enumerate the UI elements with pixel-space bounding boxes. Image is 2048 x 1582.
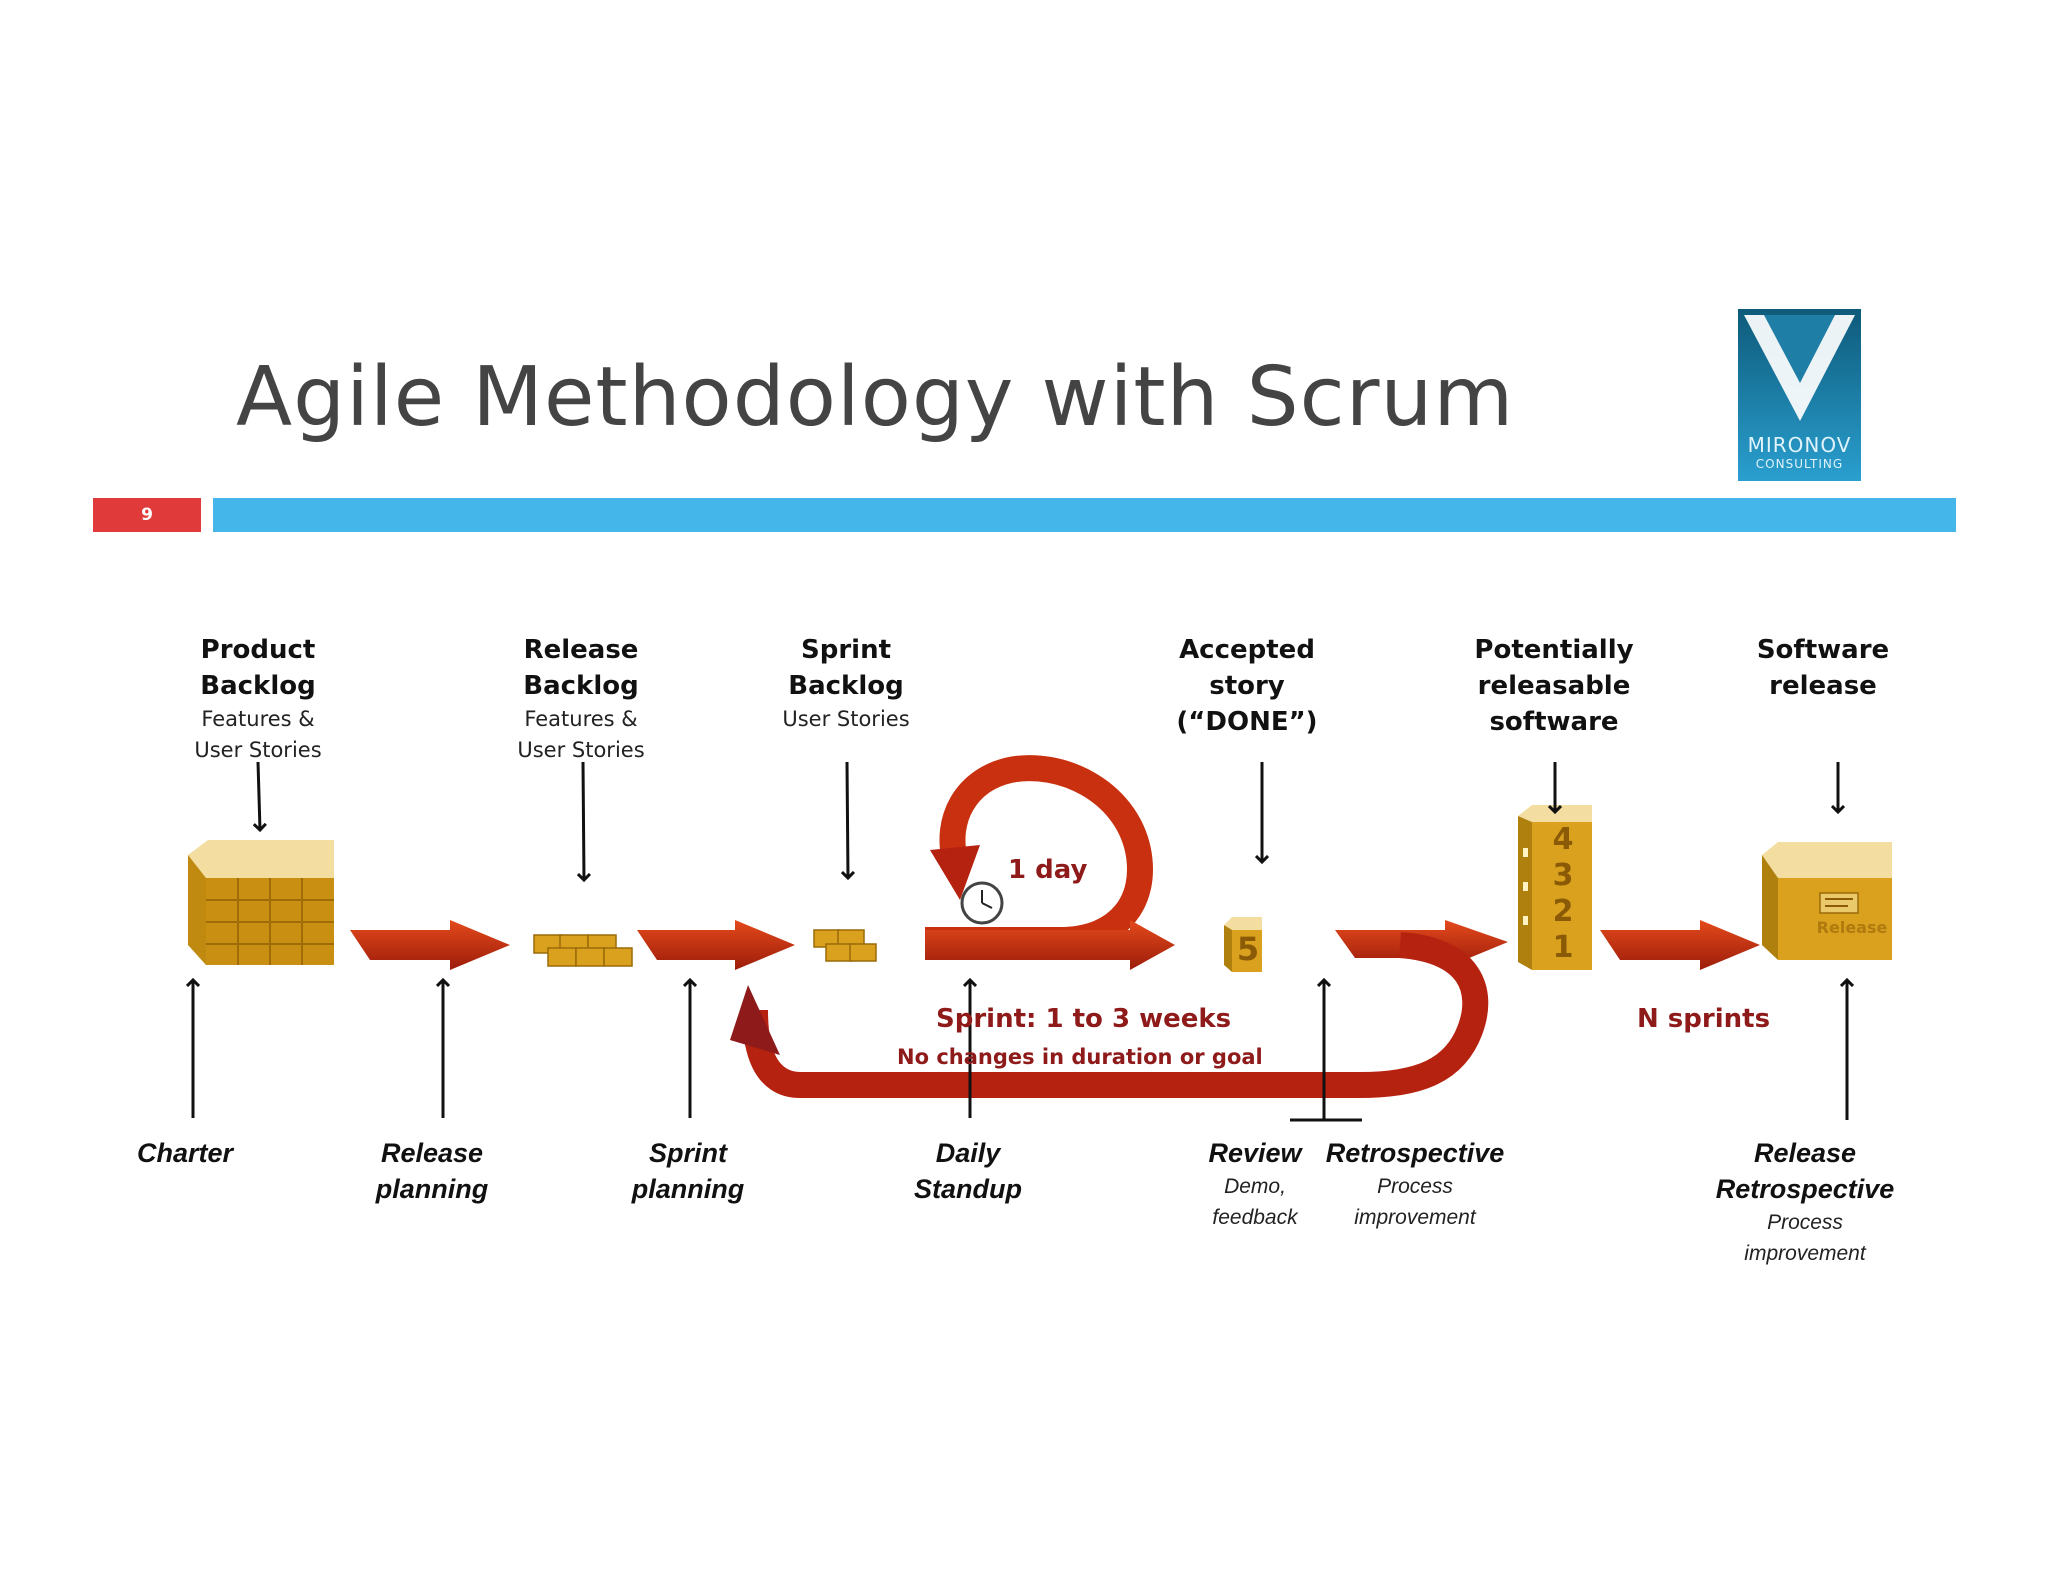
retrospective-label: Retrospective Process improvement: [1326, 1135, 1505, 1233]
releasable-stack: [1518, 805, 1592, 970]
sprint-planning-title: Sprint planning: [631, 1138, 745, 1204]
flow-arrow-1: [350, 920, 510, 970]
sprint-duration-label: Sprint: 1 to 3 weeks: [936, 1004, 1232, 1034]
product-backlog-subtitle: Features & User Stories: [194, 707, 322, 762]
clock-icon: [960, 881, 1004, 925]
release-backlog-title: Release Backlog: [523, 635, 639, 701]
stack-digit-3: 3: [1552, 858, 1574, 893]
daily-standup-label: Daily Standup: [914, 1135, 1022, 1207]
logo-subtitle: CONSULTING: [1755, 457, 1844, 471]
daily-loop-arrow: [925, 755, 1175, 970]
sprint-backlog-subtitle: User Stories: [782, 707, 910, 731]
software-release-label: Software release: [1757, 632, 1889, 704]
retrospective-title: Retrospective: [1325, 1138, 1505, 1168]
stack-digit-4: 4: [1552, 822, 1574, 857]
sprint-backlog-blocks: [813, 929, 877, 962]
one-day-label: 1 day: [1008, 855, 1088, 885]
release-planning-label: Release planning: [376, 1135, 488, 1207]
potentially-releasable-title: Potentially releasable software: [1474, 635, 1634, 737]
daily-standup-title: Daily Standup: [914, 1138, 1022, 1204]
mironov-logo: MIRONOV CONSULTING: [1738, 309, 1861, 481]
accepted-story-label: Accepted story (“DONE”): [1176, 632, 1317, 740]
release-retrospective-label: Release Retrospective Process improvemen…: [1716, 1135, 1895, 1269]
potentially-releasable-label: Potentially releasable software: [1474, 632, 1633, 740]
header-divider-bar: [213, 498, 1956, 532]
release-planning-title: Release planning: [375, 1138, 489, 1204]
n-sprints-label: N sprints: [1637, 1004, 1771, 1034]
charter-title: Charter: [136, 1138, 234, 1168]
product-backlog-title: Product Backlog: [200, 635, 316, 701]
logo-v-mark: [1744, 315, 1855, 421]
software-release-title: Software release: [1756, 635, 1890, 701]
top-down-arrows: [258, 761, 1838, 880]
accepted-story-box: [1224, 917, 1262, 972]
release-box-label: Release: [1816, 918, 1888, 937]
charter-label: Charter: [137, 1135, 233, 1171]
flow-arrow-2: [637, 920, 795, 970]
accepted-story-title: Accepted story (“DONE”): [1176, 635, 1318, 737]
software-release-box: [1762, 842, 1892, 960]
done-box-number: 5: [1236, 930, 1260, 968]
product-backlog-label: Product Backlog Features & User Stories: [194, 632, 321, 766]
sprint-note-label: No changes in duration or goal: [897, 1045, 1263, 1069]
retrospective-subtitle: Process improvement: [1354, 1175, 1476, 1229]
page-title: Agile Methodology with Scrum: [236, 350, 1515, 445]
stack-digit-2: 2: [1552, 894, 1574, 929]
product-backlog-cube: [188, 840, 334, 965]
review-subtitle: Demo, feedback: [1212, 1175, 1298, 1229]
review-title: Review: [1208, 1138, 1302, 1168]
release-backlog-subtitle: Features & User Stories: [517, 707, 645, 762]
sprint-backlog-label: Sprint Backlog User Stories: [782, 632, 909, 735]
flow-arrow-4: [1600, 920, 1760, 970]
review-label: Review Demo, feedback: [1208, 1135, 1301, 1233]
release-backlog-blocks: [533, 934, 633, 967]
stack-digit-1: 1: [1552, 930, 1574, 965]
release-backlog-label: Release Backlog Features & User Stories: [517, 632, 644, 766]
slide-number: 9: [93, 498, 201, 532]
sprint-loop-arrow: [730, 932, 1489, 1098]
release-retrospective-title: Release Retrospective: [1715, 1138, 1895, 1204]
release-retrospective-subtitle: Process improvement: [1744, 1211, 1866, 1265]
sprint-backlog-title: Sprint Backlog: [788, 635, 904, 701]
sprint-planning-label: Sprint planning: [632, 1135, 744, 1207]
bottom-up-arrows: [193, 980, 1847, 1120]
logo-name: MIRONOV: [1747, 433, 1852, 457]
